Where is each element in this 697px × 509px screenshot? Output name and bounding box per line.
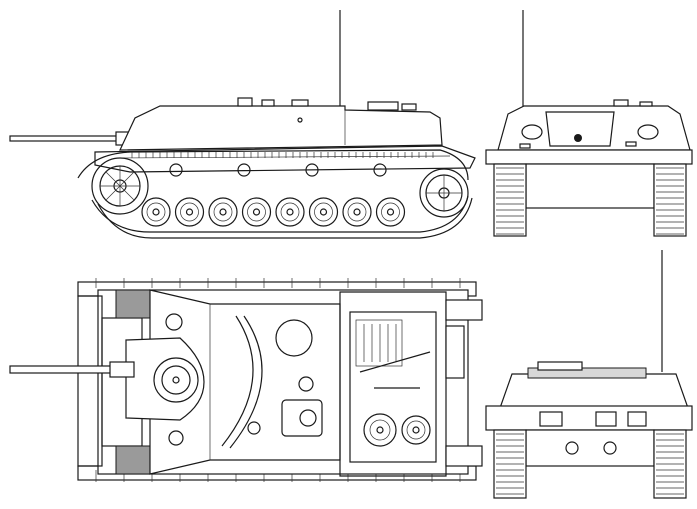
road-wheel-hub-ring bbox=[247, 202, 266, 222]
side-track-top bbox=[77, 149, 469, 181]
top-fan-right bbox=[401, 415, 431, 445]
side-roof-hatch-3 bbox=[291, 99, 309, 107]
rear-engine-deck-detail bbox=[527, 367, 647, 379]
top-gun-barrel bbox=[9, 361, 135, 378]
side-view bbox=[9, 10, 476, 239]
side-superstructure bbox=[119, 105, 443, 151]
road-wheel bbox=[174, 197, 205, 227]
road-wheel bbox=[241, 197, 272, 227]
road-wheel-hub bbox=[252, 208, 261, 216]
rear-left-track bbox=[493, 429, 527, 499]
road-wheel bbox=[375, 197, 406, 227]
road-wheel-hub-ring bbox=[146, 202, 166, 222]
front-right-track bbox=[653, 163, 687, 237]
side-roof-hatch-1 bbox=[237, 97, 253, 107]
road-wheel-hub bbox=[152, 208, 160, 216]
top-commander-hatch bbox=[275, 319, 313, 357]
road-wheel bbox=[208, 197, 238, 227]
side-drive-sprocket bbox=[91, 157, 149, 215]
rear-superstructure bbox=[499, 373, 689, 409]
side-hull bbox=[94, 145, 476, 173]
front-glacis bbox=[545, 111, 615, 147]
road-wheel-hub-ring bbox=[280, 202, 300, 222]
road-wheel-hub-ring bbox=[347, 202, 367, 222]
top-engine-grille bbox=[355, 319, 403, 367]
road-wheel bbox=[141, 197, 171, 227]
road-wheel-hub bbox=[319, 208, 328, 216]
road-wheel-hub-ring bbox=[314, 202, 333, 222]
rear-view bbox=[485, 250, 693, 499]
side-track-links bbox=[131, 152, 434, 158]
road-wheel-hub bbox=[286, 208, 294, 216]
road-wheel bbox=[342, 197, 372, 227]
road-wheel bbox=[275, 197, 305, 227]
road-wheel-hub bbox=[219, 208, 227, 216]
road-wheel-hub-ring bbox=[381, 202, 400, 222]
side-idler-wheel bbox=[419, 168, 469, 218]
road-wheel-hub-ring bbox=[213, 202, 233, 222]
top-fan-left bbox=[363, 413, 397, 447]
top-engine-deck bbox=[339, 291, 447, 477]
top-gun-mantlet bbox=[125, 337, 205, 421]
side-track-bottom bbox=[91, 195, 469, 233]
front-hull bbox=[485, 149, 693, 165]
top-hatch-arc bbox=[221, 315, 254, 447]
road-wheel-hub bbox=[353, 208, 361, 216]
rear-hull bbox=[485, 405, 693, 431]
road-wheel-hub-ring bbox=[180, 202, 199, 222]
road-wheel-hub bbox=[185, 208, 194, 216]
side-return-rollers bbox=[169, 163, 387, 177]
side-gun-barrel bbox=[9, 131, 137, 146]
road-wheel bbox=[308, 197, 339, 227]
front-gun-port bbox=[574, 134, 582, 142]
top-view bbox=[9, 278, 483, 482]
side-road-wheels bbox=[141, 197, 406, 227]
side-roof-hatch-2 bbox=[261, 99, 275, 107]
front-view bbox=[485, 10, 693, 237]
rear-right-track bbox=[653, 429, 687, 499]
front-left-track bbox=[493, 163, 527, 237]
road-wheel-hub bbox=[386, 208, 395, 216]
side-engine-deck-fitting bbox=[367, 101, 399, 111]
